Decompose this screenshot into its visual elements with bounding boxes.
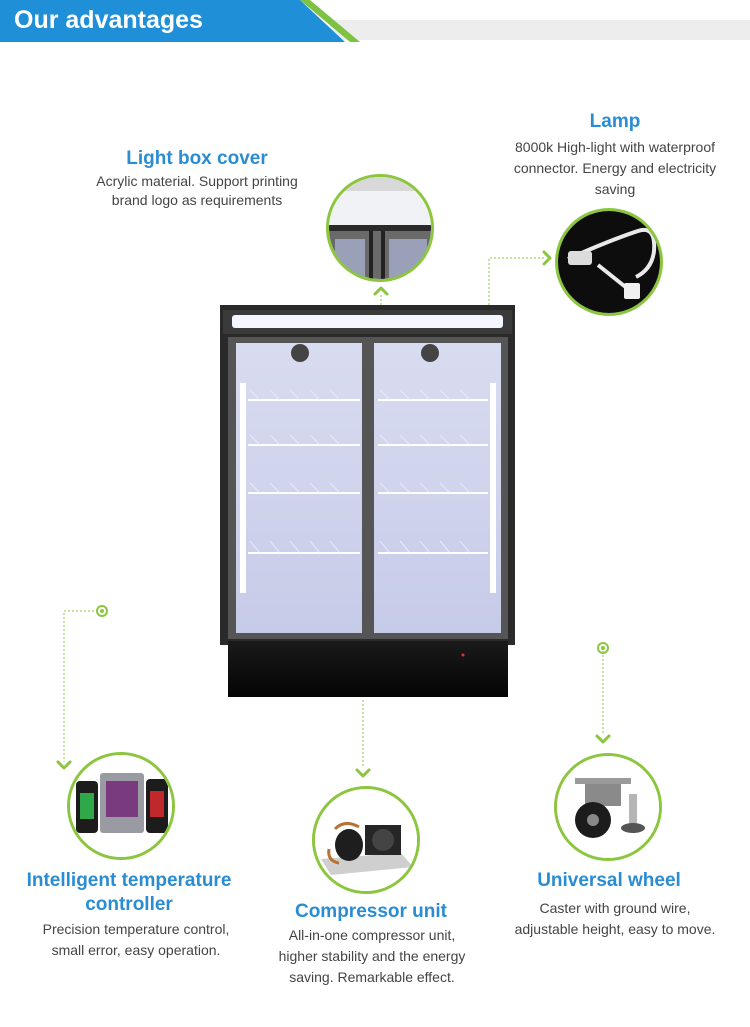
lamp-desc-3: saving — [594, 181, 636, 197]
compressor-desc-2: higher stability and the energy — [278, 948, 466, 964]
header-gray-bar — [330, 20, 750, 40]
controller-desc-2: small error, easy operation. — [51, 942, 221, 958]
wheel-desc-1: Caster with ground wire, — [539, 900, 691, 916]
header-banner — [0, 0, 345, 42]
lamp-desc-2: connector. Energy and electricity — [513, 160, 717, 176]
caster-wheel-photo-icon — [554, 753, 662, 861]
page-title: Our advantages — [14, 6, 203, 34]
temperature-controller-photo-icon — [67, 752, 175, 860]
compressor-desc-1: All-in-one compressor unit, — [288, 927, 456, 943]
compressor-title: Compressor unit — [294, 901, 448, 922]
compressor-photo-icon — [312, 786, 420, 894]
compressor-desc-3: saving. Remarkable effect. — [289, 969, 455, 985]
controller-title-1: Intelligent temperature — [26, 870, 232, 891]
lamp-desc-1: 8000k High-light with waterproof — [515, 139, 715, 155]
light-box-desc-2: brand logo as requirements — [111, 192, 283, 208]
fridge-image — [220, 305, 515, 697]
wheel-desc-2: adjustable height, easy to move. — [514, 921, 716, 937]
wheel-title: Universal wheel — [537, 870, 681, 891]
light-box-desc-1: Acrylic material. Support printing — [96, 173, 298, 189]
controller-desc-1: Precision temperature control, — [42, 921, 230, 937]
light-box-photo-icon — [326, 174, 434, 282]
controller-title-2: controller — [85, 894, 173, 915]
lamp-connector-photo-icon — [555, 208, 663, 316]
lamp-title: Lamp — [589, 111, 641, 132]
light-box-title: Light box cover — [126, 148, 268, 169]
